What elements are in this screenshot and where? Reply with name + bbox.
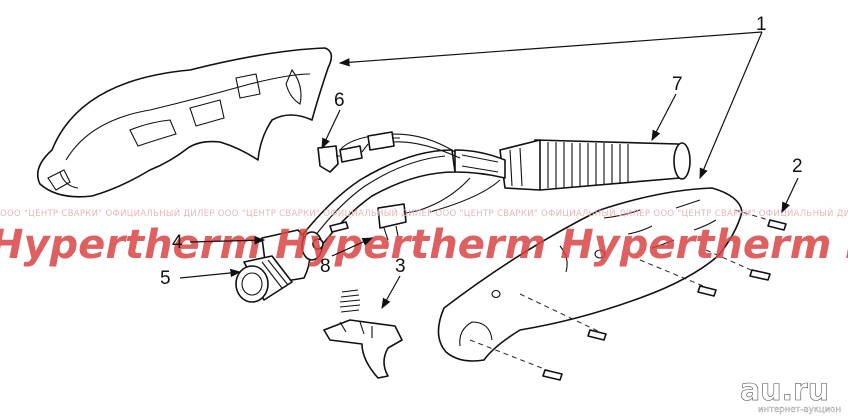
spring-and-trigger xyxy=(323,289,403,379)
callout-3: 3 xyxy=(395,256,406,277)
callout-labels: 1 2 3 4 5 6 7 8 xyxy=(160,14,803,289)
handle-left-half xyxy=(36,47,333,198)
screws xyxy=(469,209,787,381)
handle-right-half xyxy=(437,187,743,362)
callout-8: 8 xyxy=(320,256,331,277)
callout-1: 1 xyxy=(756,14,767,35)
connector-part xyxy=(317,131,400,173)
callout-2: 2 xyxy=(792,156,803,177)
watermark-brand-text: Hypertherm Hypertherm Hypertherm Hyperth… xyxy=(0,222,848,268)
callout-7: 7 xyxy=(672,74,683,95)
watermark: ООО "ЦЕНТР СВАРКИ" ОФИЦИАЛЬНЫЙ ДИЛЕР ООО… xyxy=(0,207,848,268)
trigger-switch xyxy=(329,203,407,241)
watermark-small-text: ООО "ЦЕНТР СВАРКИ" ОФИЦИАЛЬНЫЙ ДИЛЕР ООО… xyxy=(0,207,848,219)
logo-sub-text: интернет-аукцион xyxy=(758,405,841,415)
au-ru-logo: au.ru интернет-аукцион xyxy=(740,373,841,415)
retaining-cup xyxy=(235,255,293,303)
torch-lead-hose xyxy=(299,133,691,251)
callout-4: 4 xyxy=(172,232,183,253)
callout-6: 6 xyxy=(334,90,345,111)
callout-5: 5 xyxy=(160,268,171,289)
logo-main-text: au.ru xyxy=(740,373,829,408)
leader-lines xyxy=(179,31,799,310)
